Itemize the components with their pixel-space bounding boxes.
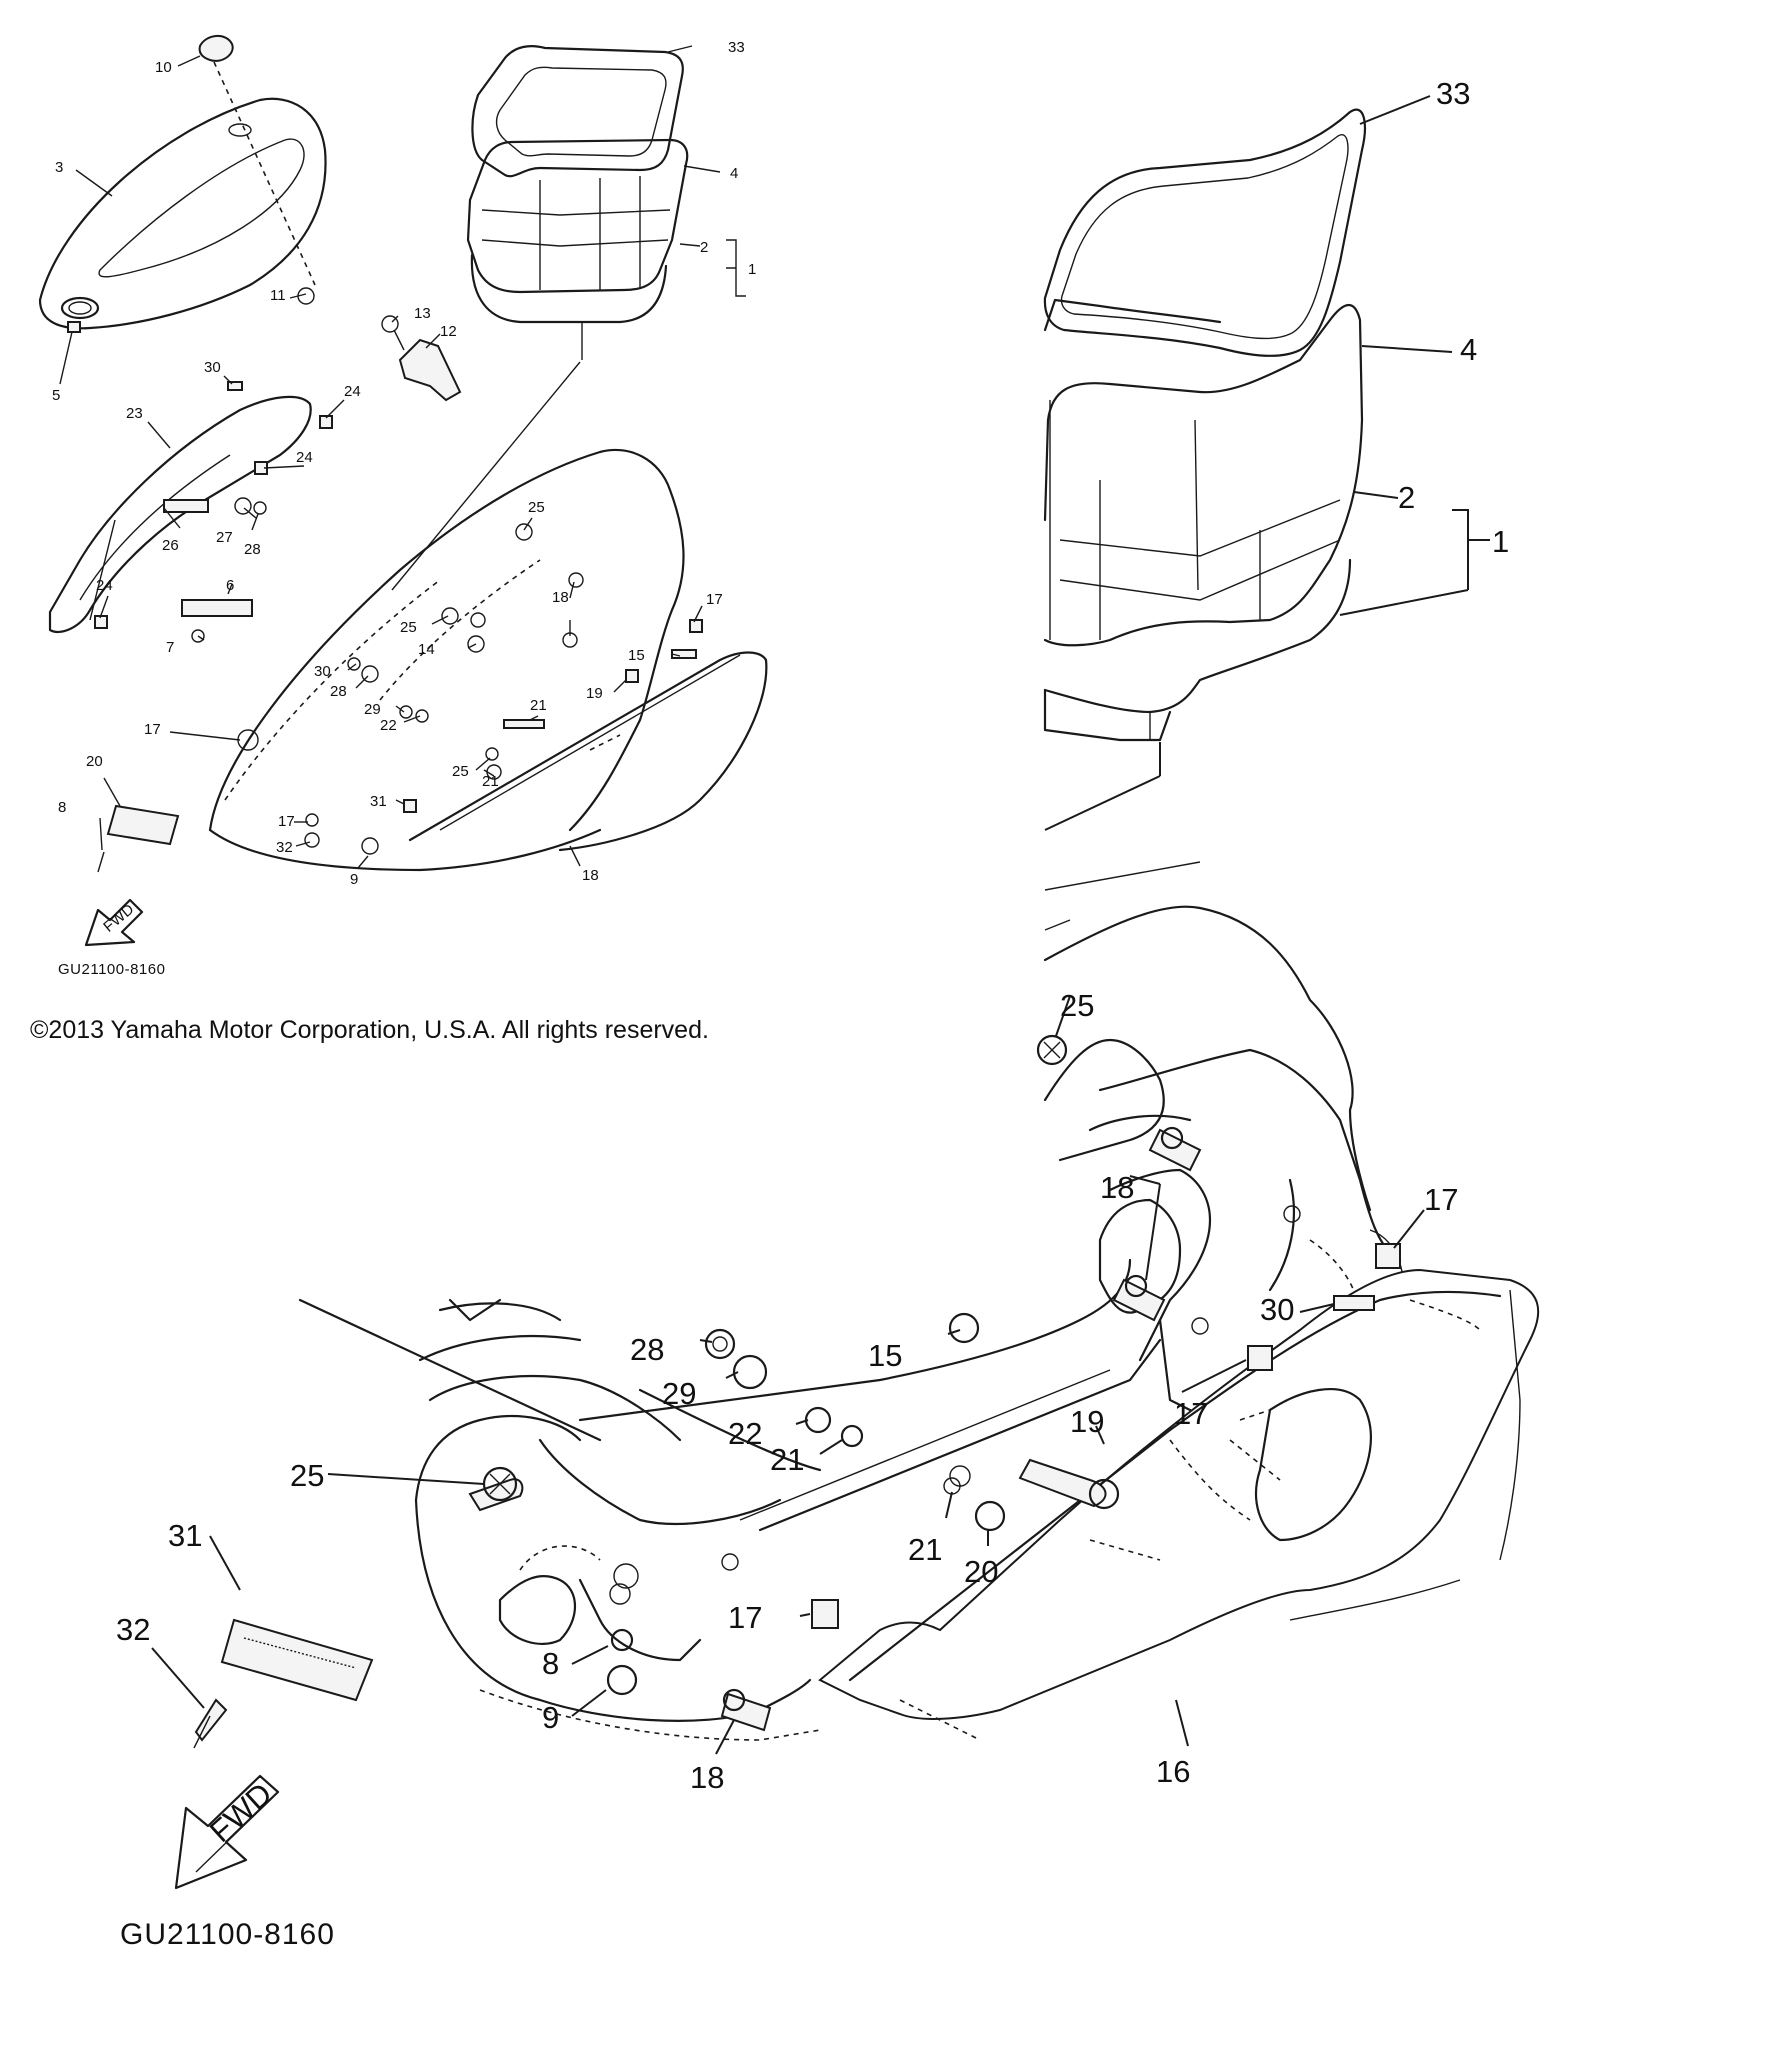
callout-8: 17 [278,813,295,830]
callout-32: 8 [58,799,66,816]
detail-callout-30: 30 [1260,1292,1294,1327]
callout-26: 26 [162,537,179,554]
callout-27: 27 [216,529,233,546]
detail-callout-21b: 21 [908,1532,942,1567]
callout-1: 1 [748,261,756,278]
callout-28b: 30 [314,663,331,680]
detail-callout-32: 32 [116,1612,150,1647]
detail-callout-9: 9 [542,1700,559,1735]
callout-5: 5 [52,387,60,404]
callout-25a: 25 [528,499,545,516]
fwd-arrow-overview: FWD [84,898,144,947]
callout-2: 2 [700,239,708,256]
callout-24b: 24 [296,449,313,466]
diagram-id-large: GU21100-8160 [120,1918,335,1951]
callout-11: 11 [270,287,286,304]
overview-fasteners [67,287,703,873]
callout-28a: 28 [244,541,261,558]
detail-callout-28: 28 [630,1332,664,1367]
callout-23: 23 [126,405,143,422]
callout-9: 32 [276,839,293,856]
callout-31: 20 [86,753,103,770]
detail-upper-callouts: 33 4 2 1 [1398,76,1509,559]
detail-lower-leaders [151,995,1425,1755]
callout-20: 21 [482,773,499,790]
detail-callout-29: 29 [662,1376,696,1411]
fwd-label-large: FWD [203,1776,279,1849]
detail-callout-31: 31 [168,1518,202,1553]
callout-4: 4 [730,165,738,182]
callout-25c: 17 [144,721,161,738]
overview-callouts: 10 33 3 4 2 1 11 13 12 5 30 24 23 24 25 … [52,39,756,888]
detail-view-bin [1043,108,1366,831]
detail-callout-18a: 18 [1100,1170,1134,1205]
detail-callout-2: 2 [1398,480,1415,515]
detail-callout-15: 15 [868,1338,902,1373]
detail-callout-17b: 17 [1174,1396,1208,1431]
callout-22: 29 [364,701,381,718]
callout-14: 14 [418,641,435,658]
callout-21b: 25 [452,763,469,780]
callout-18a: 18 [552,589,569,606]
callout-30a: 30 [204,359,221,376]
knob-part-10 [198,35,234,62]
callout-13: 13 [414,305,431,322]
callout-24a: 24 [344,383,361,400]
detail-callout-16: 16 [1156,1754,1190,1789]
overview-leaders [59,45,746,869]
detail-callout-21a: 21 [770,1442,804,1477]
detail-callout-17c: 17 [728,1600,762,1635]
detail-callout-17a: 17 [1424,1182,1458,1217]
fwd-label-small: FWD [100,901,137,936]
callout-16: 18 [582,867,599,884]
copyright-notice: ©2013 Yamaha Motor Corporation, U.S.A. A… [30,1016,709,1044]
detail-fasteners [193,1034,1401,1749]
callout-29: 28 [330,683,347,700]
callout-33: 33 [728,39,745,56]
callout-24c: 24 [96,577,113,594]
overview-view: FWD [38,35,768,947]
detail-lower-callouts: 25 18 17 30 28 15 29 22 21 19 17 25 21 2… [116,988,1458,1795]
callout-18b: 9 [350,871,358,888]
callout-19: 21 [530,697,547,714]
detail-callout-22: 22 [728,1416,762,1451]
hull-overview [208,448,768,872]
latch-part-12-13 [381,315,462,402]
detail-callout-1: 1 [1492,524,1509,559]
callout-21a: 22 [380,717,397,734]
callout-7: 7 [166,639,174,656]
diagram-id-small: GU21100-8160 [58,961,166,978]
detail-callout-18b: 18 [690,1760,724,1795]
detail-upper-leaders [1339,95,1490,616]
callout-17c: 31 [370,793,387,810]
callout-17a: 17 [706,591,723,608]
detail-view-hull: FWD [174,861,1540,1890]
callout-30b: 15 [628,647,645,664]
callout-6: 6 [226,577,234,594]
detail-callout-25b: 25 [290,1458,324,1493]
detail-callout-25a: 25 [1060,988,1094,1023]
callout-17b: 19 [586,685,603,702]
callout-25b: 25 [400,619,417,636]
callout-3: 3 [55,159,63,176]
callout-10: 10 [155,59,172,76]
side-panel-part-23 [48,395,312,634]
cover-part-3 [38,97,327,330]
detail-callout-20: 20 [964,1554,998,1589]
storage-bin-overview [466,45,689,324]
detail-callout-4: 4 [1460,332,1477,367]
detail-callout-19: 19 [1070,1404,1104,1439]
detail-callout-33: 33 [1436,76,1470,111]
fwd-arrow-large: FWD [174,1774,280,1890]
detail-callout-8: 8 [542,1646,559,1681]
callout-12: 12 [440,323,457,340]
